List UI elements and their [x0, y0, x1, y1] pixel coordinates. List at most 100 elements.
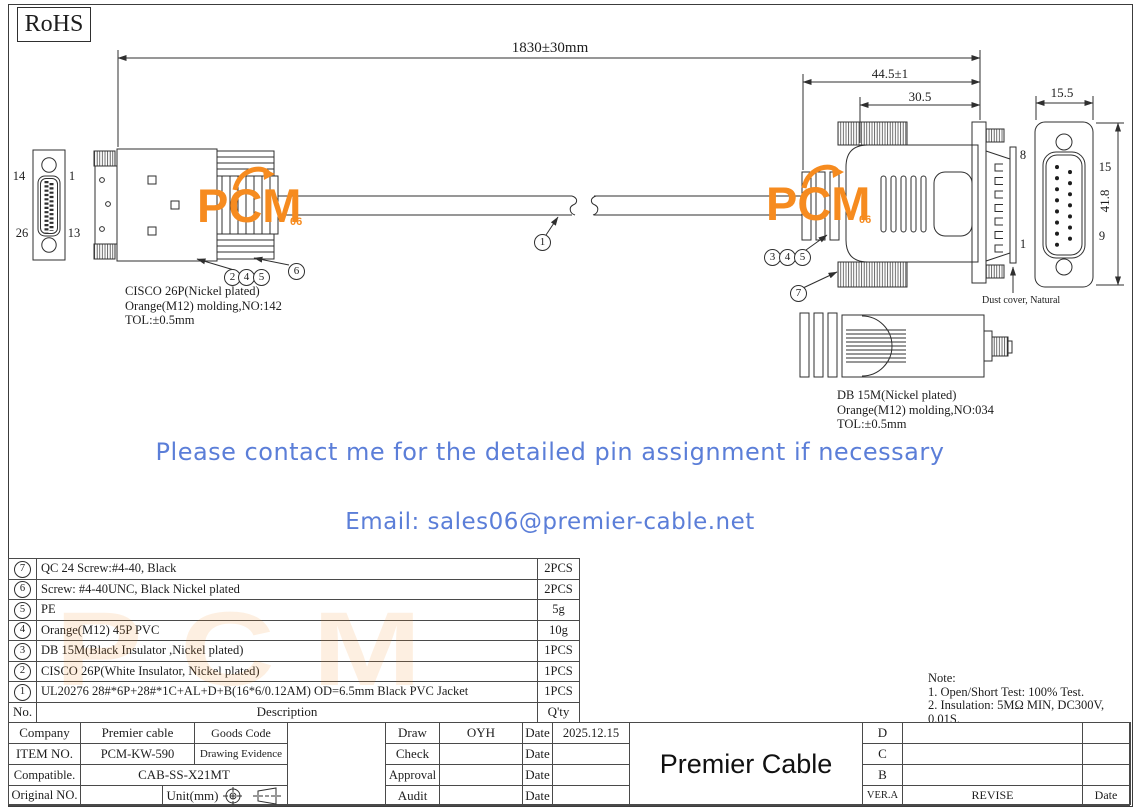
part-no-badge: 1	[14, 683, 31, 701]
unit-label: Unit(mm)	[166, 787, 219, 803]
part-qty: 1PCS	[537, 640, 580, 662]
cable-line	[278, 195, 802, 216]
draw-label-cell: Draw	[386, 723, 440, 744]
revise-date-label-cell: Date	[1083, 786, 1130, 806]
cisco-label-line1: CISCO 26P(Nickel plated)	[125, 284, 260, 298]
parts-row: 2 CISCO 26P(White Insulator, Nickel plat…	[8, 660, 580, 682]
pin-label-9: 9	[1098, 229, 1106, 243]
dim-face-height: 41.8	[1097, 189, 1112, 213]
db15-connector-label: DB 15M(Nickel plated) Orange(M12) moldin…	[837, 388, 1047, 432]
pin-label-1-left: 1	[68, 169, 76, 183]
check-label-cell: Check	[386, 744, 440, 765]
part-qty: 10g	[537, 619, 580, 641]
watermark-sub: 06	[290, 216, 303, 228]
page-border-frame	[8, 4, 1133, 807]
part-description: QC 24 Screw:#4-40, Black	[36, 558, 538, 580]
part-no-badge: 5	[14, 601, 31, 619]
draw-value-cell: OYH	[440, 723, 523, 744]
check-date-cell	[553, 744, 630, 765]
part-no-badge: 7	[14, 560, 31, 578]
cisco26p-face-view	[32, 149, 66, 261]
note-block: Note: 1. Open/Short Test: 100% Test. 2. …	[928, 671, 1139, 726]
pin-label-15: 15	[1098, 160, 1112, 174]
dim-body-length: 30.5	[908, 89, 932, 104]
parts-header-row: No. Description Q'ty	[8, 701, 580, 723]
db15-side-view	[801, 121, 1017, 288]
part-qty: 1PCS	[537, 660, 580, 682]
dim-overall-length: 1830±30mm	[511, 40, 589, 56]
original-no-value-cell	[81, 786, 163, 806]
compatible-label-cell: Compatible.	[9, 765, 81, 786]
title-block: Company Premier cable Goods Code Draw OY…	[8, 722, 1131, 806]
audit-label-cell: Audit	[386, 786, 440, 806]
db15-top-view	[799, 312, 1013, 378]
date-label-cell: Date	[523, 723, 553, 744]
compatible-value-cell: CAB-SS-X21MT	[81, 765, 288, 786]
revise-label-cell: REVISE	[903, 786, 1083, 806]
revise-d-cell	[903, 723, 1083, 744]
parts-row: 3 DB 15M(Black Insulator ,Nickel plated)…	[8, 640, 580, 662]
db15-label-line1: DB 15M(Nickel plated)	[837, 388, 957, 402]
contact-email: Email: sales06@premier-cable.net	[345, 509, 755, 535]
rev-d-cell: D	[863, 723, 903, 744]
part-description: UL20276 28#*6P+28#*1C+AL+D+B(16*6/0.12AM…	[36, 681, 538, 703]
blank-cell	[288, 723, 386, 806]
db15-label-line2: Orange(M12) molding,NO:034	[837, 402, 994, 417]
watermark-swirl-icon	[232, 166, 275, 191]
dimension-lines	[117, 50, 1124, 286]
part-description: CISCO 26P(White Insulator, Nickel plated…	[36, 660, 538, 682]
contact-message: Please contact me for the detailed pin a…	[155, 438, 945, 466]
rohs-badge: RoHS	[17, 7, 91, 42]
callout-4-right: 4	[779, 249, 796, 266]
part-no-badge: 3	[14, 642, 31, 660]
approval-date-cell	[553, 765, 630, 786]
callout-5-right: 5	[794, 249, 811, 266]
part-qty: 5g	[537, 599, 580, 621]
watermark-swirl-icon	[801, 164, 844, 189]
pin-label-1-right: 1	[1019, 237, 1027, 251]
dim-face-width: 15.5	[1050, 85, 1074, 100]
part-description: Orange(M12) 45P PVC	[36, 619, 538, 641]
parts-row: 5 PE 5g	[8, 599, 580, 621]
note-title: Note:	[928, 671, 956, 685]
parts-row: 7 QC 24 Screw:#4-40, Black 2PCS	[8, 558, 580, 580]
pcm-watermark-right: PCM 06	[766, 164, 871, 227]
cisco-label-line2: Orange(M12) molding,NO:142	[125, 298, 282, 313]
part-description: DB 15M(Black Insulator ,Nickel plated)	[36, 640, 538, 662]
part-qty: 1PCS	[537, 681, 580, 703]
pin-label-13: 13	[67, 226, 81, 240]
company-title-cell: Premier Cable	[630, 723, 863, 806]
parts-header-description: Description	[36, 701, 538, 723]
cisco26p-side-view	[93, 148, 279, 262]
part-no-badge: 2	[14, 663, 31, 681]
part-qty: 2PCS	[537, 578, 580, 600]
callout-5-left: 5	[253, 269, 270, 286]
approval-label-cell: Approval	[386, 765, 440, 786]
revise-c-cell	[903, 744, 1083, 765]
goods-code-cell: Goods Code	[195, 723, 288, 744]
watermark-text: PCM	[197, 179, 302, 232]
parts-header-no: No.	[8, 701, 37, 723]
audit-date-cell	[553, 786, 630, 806]
pcm-watermark-left: PCM 06	[197, 166, 303, 229]
parts-row: 4 Orange(M12) 45P PVC 10g	[8, 619, 580, 641]
cisco-label-line3: TOL:±0.5mm	[125, 313, 195, 327]
revise-c-date-cell	[1083, 744, 1130, 765]
part-no-badge: 4	[14, 622, 31, 640]
parts-row: 1 UL20276 28#*6P+28#*1C+AL+D+B(16*6/0.12…	[8, 681, 580, 703]
part-qty: 2PCS	[537, 558, 580, 580]
projection-symbol-icon	[222, 786, 281, 805]
part-description: PE	[36, 599, 538, 621]
pin-label-14: 14	[12, 169, 26, 183]
approval-value-cell	[440, 765, 523, 786]
pin-label-8: 8	[1019, 148, 1027, 162]
note-line1: 1. Open/Short Test: 100% Test.	[928, 684, 1085, 699]
dust-cover-label: Dust cover, Natural	[982, 295, 1061, 306]
check-value-cell	[440, 744, 523, 765]
version-cell: VER.A	[863, 786, 903, 806]
callout-7: 7	[790, 285, 807, 302]
cable-drawing	[32, 50, 1124, 378]
item-no-value-cell: PCM-KW-590	[81, 744, 195, 765]
cisco-connector-label: CISCO 26P(Nickel plated) Orange(M12) mol…	[125, 284, 325, 328]
